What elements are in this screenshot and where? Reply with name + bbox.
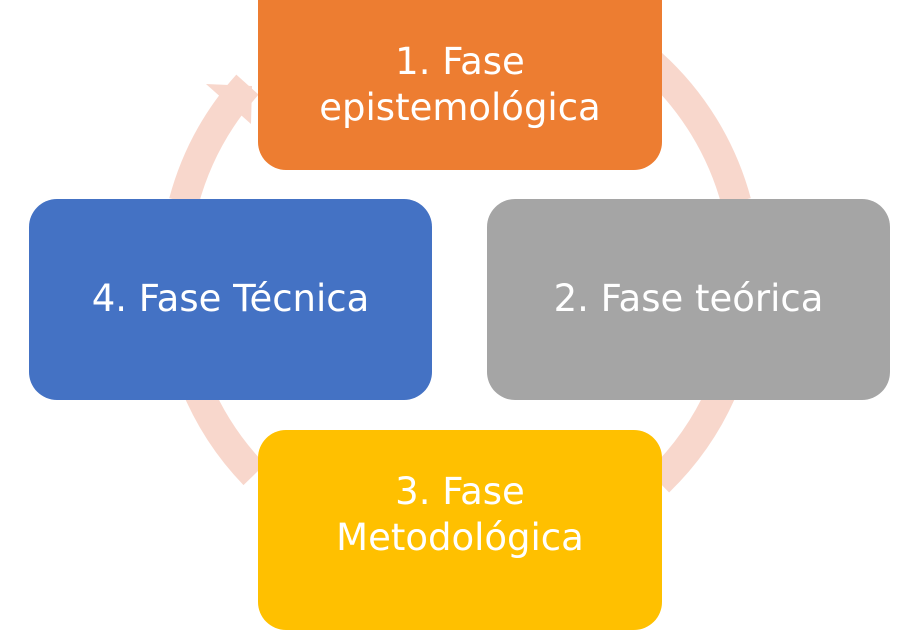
phase-3-methodological: 3. Fase Metodológica bbox=[258, 430, 662, 630]
connector-arc-1-2 bbox=[641, 52, 751, 207]
phase-4-technical: 4. Fase Técnica bbox=[29, 199, 432, 400]
phase-1-epistemological: 1. Fase epistemológica bbox=[258, 0, 662, 170]
phase-2-theoretical: 2. Fase teórica bbox=[487, 199, 890, 400]
connector-arc-2-3 bbox=[648, 385, 735, 493]
arrowhead-icon bbox=[206, 84, 252, 124]
cycle-connectors bbox=[169, 52, 751, 493]
